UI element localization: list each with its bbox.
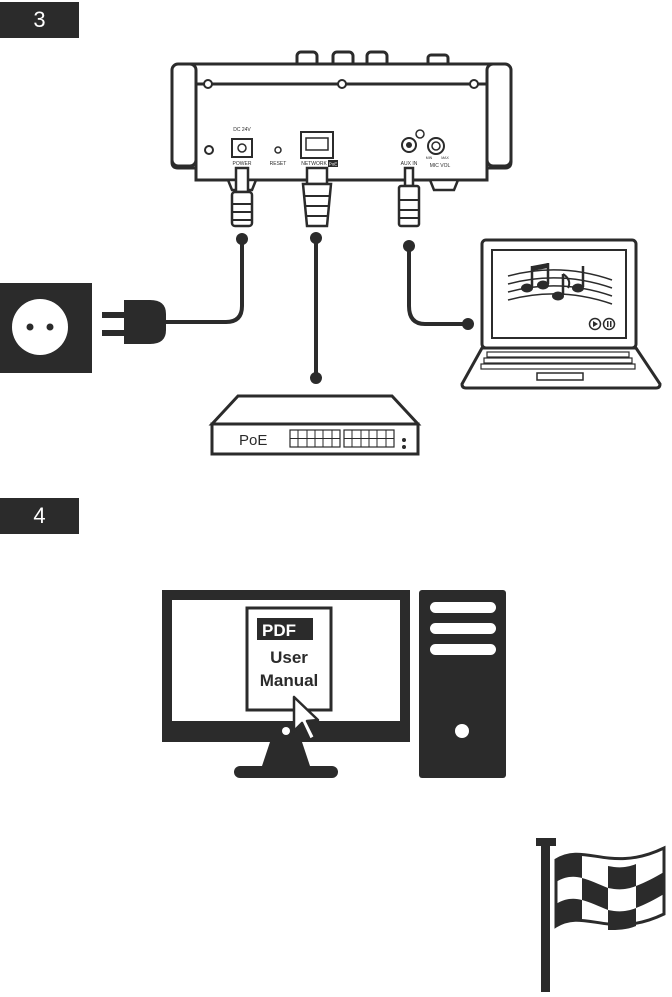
poe-switch: PoE [208,394,422,456]
pdf-line2: Manual [260,671,319,690]
dc-label: DC 24V [233,127,251,133]
power-cable [160,240,244,324]
cursor-icon [292,695,320,742]
network-connector [301,166,333,244]
aux-cable [407,246,466,326]
finish-flag-icon [536,838,666,992]
wall-socket [0,283,92,373]
step-3-badge: 3 [0,2,79,38]
power-label: POWER [233,161,252,167]
aux-cable-end [462,318,474,330]
power-connector [230,166,254,245]
min-label: MIN [426,156,433,160]
mixer-device: DC 24V POWER RESET NETWORK PoE AUX IN MI… [170,50,513,192]
micvol-label: MIC VOL [430,163,451,169]
power-plug [102,300,166,344]
network-poe-tag: PoE [329,162,338,167]
pdf-line1: User [270,648,308,667]
reset-label: RESET [270,161,287,167]
network-cable-end [310,372,322,384]
step-4-badge: 4 [0,498,79,534]
pdf-document-icon: PDF User Manual [245,606,333,712]
max-label: MAX [441,156,449,160]
auxin-label: AUX IN [401,161,418,167]
pc-tower-icon [419,590,506,778]
laptop-icon [460,238,662,390]
switch-label: PoE [239,432,267,449]
pdf-tag: PDF [262,621,296,640]
network-label: NETWORK [301,161,327,167]
